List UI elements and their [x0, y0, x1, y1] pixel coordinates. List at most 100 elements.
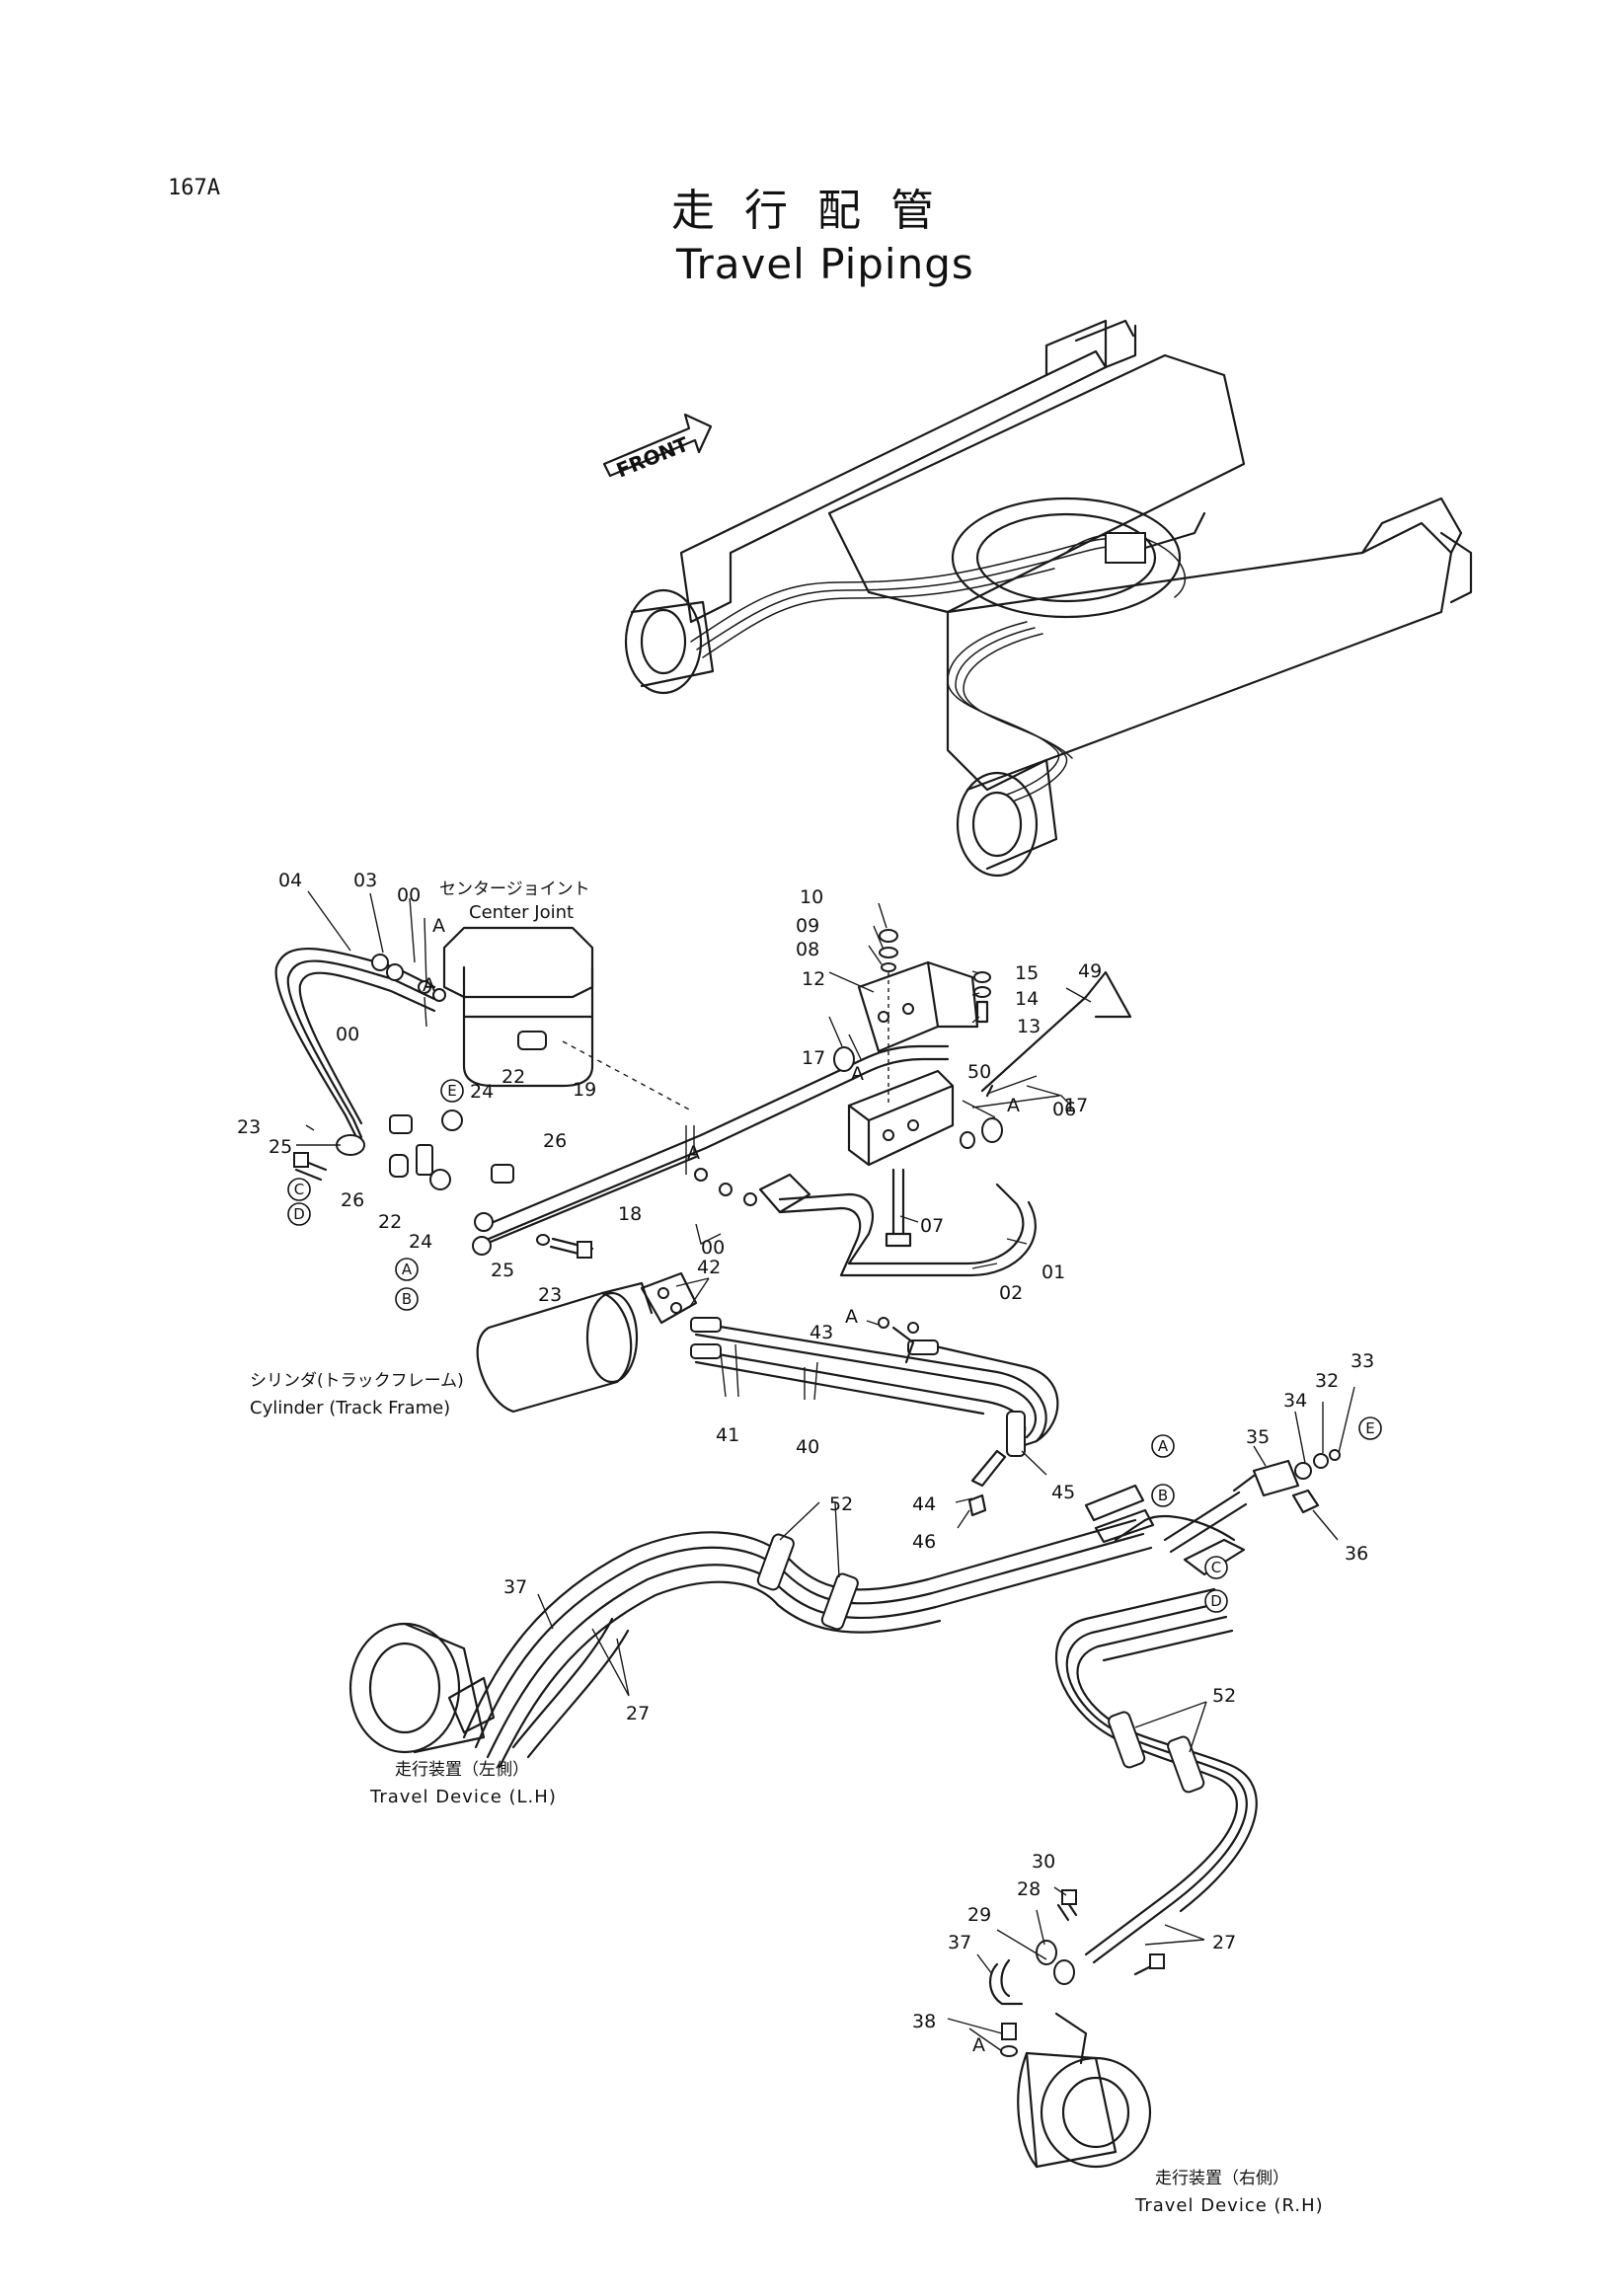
part-24-left: 24	[409, 1231, 432, 1253]
front-arrow: FRONT	[602, 413, 713, 483]
part-10: 10	[800, 886, 823, 908]
part-44: 44	[912, 1493, 936, 1515]
part-34: 34	[1283, 1390, 1307, 1412]
center-joint-assembly: センタージョイント Center Joint	[274, 880, 1132, 1277]
part-a-5: A	[1007, 1095, 1020, 1116]
part-04: 04	[278, 870, 302, 891]
travel-lh-jp: 走行装置（左側）	[395, 1760, 529, 1780]
mark-a-right: A	[1151, 1434, 1175, 1458]
part-50: 50	[967, 1061, 991, 1083]
part-30: 30	[1032, 1851, 1055, 1873]
part-45: 45	[1051, 1482, 1075, 1503]
part-25-left: 25	[269, 1136, 292, 1158]
part-37-left: 37	[503, 1576, 527, 1598]
cylinder-jp: シリンダ(トラックフレーム)	[250, 1371, 464, 1391]
part-13: 13	[1017, 1016, 1041, 1037]
track-frame-cylinder: シリンダ(トラックフレーム) Cylinder (Track Frame)	[250, 1271, 698, 1418]
part-28: 28	[1017, 1878, 1041, 1900]
front-label: FRONT	[613, 432, 692, 483]
title-english: Travel Pipings	[675, 240, 974, 288]
part-00-bottom: 00	[701, 1237, 725, 1259]
part-15: 15	[1015, 962, 1039, 984]
part-49: 49	[1078, 960, 1102, 982]
svg-text:B: B	[402, 1290, 412, 1308]
svg-text:D: D	[293, 1205, 305, 1223]
part-32: 32	[1315, 1370, 1339, 1392]
part-33: 33	[1350, 1350, 1374, 1372]
part-a-4: A	[851, 1063, 864, 1085]
part-09: 09	[796, 915, 819, 937]
mark-d-left: D	[287, 1202, 311, 1226]
travel-rh-en: Travel Device (R.H)	[1134, 2195, 1324, 2216]
svg-text:D: D	[1210, 1592, 1222, 1610]
part-37-right: 37	[948, 1932, 971, 1953]
part-25-bottom: 25	[491, 1260, 514, 1281]
part-08: 08	[796, 939, 819, 960]
part-35: 35	[1246, 1426, 1270, 1448]
travel-rh-jp: 走行装置（右側）	[1155, 2169, 1289, 2188]
mark-e-right: E	[1358, 1416, 1382, 1440]
part-26-top: 26	[543, 1130, 567, 1152]
mark-e-left: E	[440, 1079, 464, 1103]
svg-text:C: C	[294, 1181, 304, 1198]
part-02: 02	[999, 1282, 1023, 1304]
svg-text:C: C	[1211, 1559, 1221, 1576]
part-07: 07	[920, 1215, 944, 1237]
part-a-6: A	[845, 1306, 858, 1328]
lower-hose-runs: 走行装置（左側） Travel Device (L.H)	[348, 1449, 1341, 2216]
part-17-left: 17	[802, 1047, 825, 1069]
part-a-3: A	[687, 1142, 700, 1164]
undercarriage-overview: FRONT	[602, 319, 1473, 878]
part-40: 40	[796, 1436, 819, 1458]
leader-lines	[296, 890, 1355, 2052]
svg-text:B: B	[1158, 1487, 1168, 1504]
part-52-left: 52	[829, 1493, 853, 1515]
travel-lh-en: Travel Device (L.H)	[369, 1787, 557, 1807]
part-12: 12	[802, 968, 825, 990]
part-23-bottom: 23	[538, 1284, 562, 1306]
mark-b-right: B	[1151, 1484, 1175, 1507]
part-06: 06	[1052, 1099, 1076, 1120]
connection-marks: C D E A B A B C D E	[287, 1079, 1382, 1613]
svg-text:A: A	[402, 1261, 413, 1278]
part-41: 41	[716, 1424, 739, 1446]
part-17-right: 17	[1064, 1095, 1088, 1116]
part-01: 01	[1041, 1262, 1065, 1283]
part-26-left: 26	[341, 1189, 364, 1211]
part-22-top: 22	[501, 1066, 525, 1088]
hoses-40-41	[690, 1317, 1059, 1517]
part-00-top: 00	[397, 884, 421, 906]
mark-c-right: C	[1204, 1556, 1228, 1579]
cylinder-en: Cylinder (Track Frame)	[250, 1398, 450, 1418]
svg-text:E: E	[447, 1082, 456, 1100]
part-52-right: 52	[1212, 1685, 1236, 1707]
part-19: 19	[573, 1079, 596, 1101]
center-joint-en: Center Joint	[469, 902, 574, 923]
title-japanese: 走行配管	[671, 186, 964, 236]
part-a-7: A	[972, 2034, 985, 2056]
part-36: 36	[1345, 1543, 1368, 1565]
part-00-mid: 00	[336, 1024, 359, 1045]
svg-text:E: E	[1365, 1419, 1374, 1437]
svg-text:A: A	[1158, 1437, 1169, 1455]
part-18: 18	[618, 1203, 642, 1225]
part-43: 43	[810, 1322, 833, 1343]
mark-a-left: A	[395, 1258, 419, 1281]
center-joint-jp: センタージョイント	[439, 880, 590, 899]
part-27-left: 27	[626, 1703, 650, 1724]
mark-b-left: B	[395, 1287, 419, 1311]
part-42: 42	[697, 1257, 721, 1278]
part-46: 46	[912, 1531, 936, 1553]
mark-c-left: C	[287, 1178, 311, 1201]
part-a-2: A	[423, 974, 435, 996]
page-number: 167A	[168, 176, 220, 200]
part-14: 14	[1015, 988, 1039, 1010]
part-a-1: A	[432, 915, 445, 937]
part-29: 29	[967, 1904, 991, 1926]
part-27-right: 27	[1212, 1932, 1236, 1953]
part-22-left: 22	[378, 1211, 402, 1233]
part-03: 03	[353, 870, 377, 891]
part-38: 38	[912, 2011, 936, 2032]
part-labels: 04 03 00 A A 00 23 25 26 22 24 24 22 26 …	[237, 870, 1374, 2056]
